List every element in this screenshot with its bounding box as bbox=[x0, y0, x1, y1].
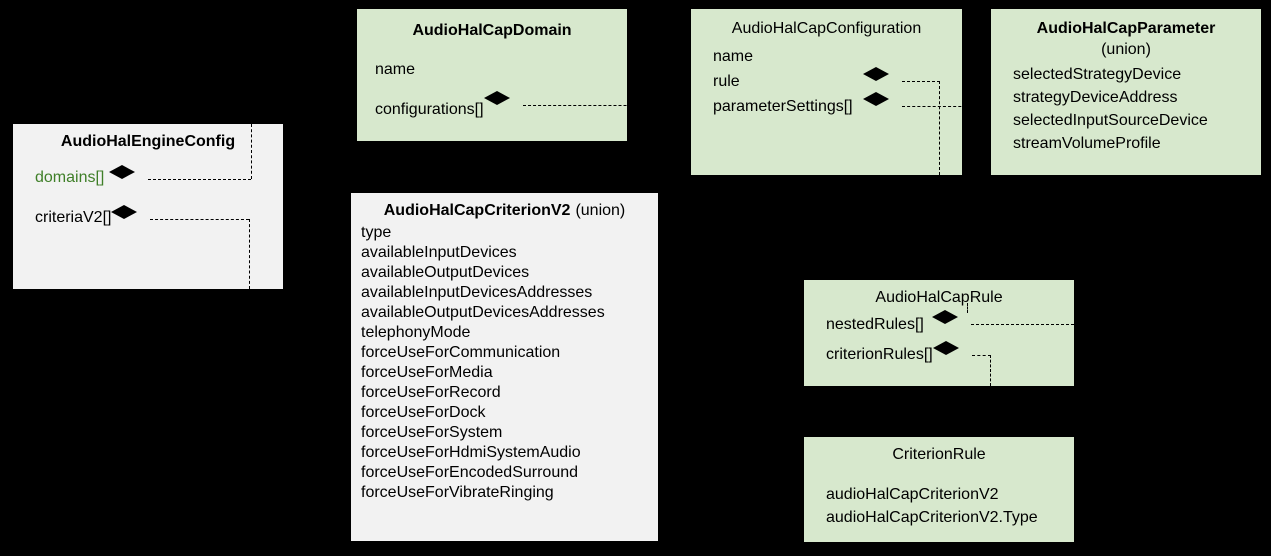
field-force-use-for-record: forceUseForRecord bbox=[361, 384, 501, 401]
aggregation-diamond-rule bbox=[876, 74, 902, 88]
aggregation-diamond-domains bbox=[122, 172, 148, 186]
class-box-audio-hal-cap-configuration[interactable]: AudioHalCapConfiguration name rule param… bbox=[691, 9, 962, 175]
aggregation-diamond-criteriav2 bbox=[124, 212, 150, 226]
class-title-criterion-rule: CriterionRule bbox=[892, 446, 986, 463]
class-box-audio-hal-cap-rule[interactable]: AudioHalCapRule nestedRules[] criterionR… bbox=[804, 280, 1074, 386]
field-audio-hal-cap-criterion-v2: audioHalCapCriterionV2 bbox=[826, 486, 999, 503]
field-force-use-for-hdmi-system-audio: forceUseForHdmiSystemAudio bbox=[361, 444, 581, 461]
class-subtitle-audio-hal-cap-parameter: (union) bbox=[1101, 41, 1151, 58]
field-criteriav2: criteriaV2[] bbox=[35, 209, 112, 226]
aggregation-diamond-nested-rules bbox=[945, 317, 971, 331]
connector-criterion-rules-horizontal bbox=[972, 355, 991, 356]
class-box-audio-hal-engine-config[interactable]: AudioHalEngineConfig domains[] criteriaV… bbox=[13, 124, 283, 289]
field-selected-strategy-device: selectedStrategyDevice bbox=[1013, 66, 1182, 83]
class-title-audio-hal-cap-criterion-v2: AudioHalCapCriterionV2 bbox=[383, 202, 571, 219]
field-force-use-for-dock: forceUseForDock bbox=[361, 404, 486, 421]
class-title-row-audio-hal-cap-criterion-v2: AudioHalCapCriterionV2(union) bbox=[351, 201, 658, 221]
field-type: type bbox=[361, 224, 392, 241]
field-strategy-device-address: strategyDeviceAddress bbox=[1013, 89, 1178, 106]
field-configurations: configurations[] bbox=[375, 101, 484, 118]
field-available-input-devices: availableInputDevices bbox=[361, 244, 517, 261]
field-available-output-devices-addresses: availableOutputDevicesAddresses bbox=[361, 304, 605, 321]
field-selected-input-source-device: selectedInputSourceDevice bbox=[1013, 112, 1208, 129]
aggregation-diamond-parameter-settings bbox=[876, 99, 902, 113]
field-parameter-settings: parameterSettings[] bbox=[713, 98, 853, 115]
connector-criteriav2-vertical bbox=[249, 219, 250, 289]
connector-criteriav2-horizontal bbox=[150, 219, 249, 220]
field-domain-name: name bbox=[375, 61, 416, 78]
field-domains: domains[] bbox=[35, 169, 105, 186]
class-box-audio-hal-cap-domain[interactable]: AudioHalCapDomain name configurations[] bbox=[357, 9, 627, 141]
connector-parameter-settings-horizontal bbox=[902, 106, 992, 107]
field-available-output-devices: availableOutputDevices bbox=[361, 264, 530, 281]
field-config-name: name bbox=[713, 48, 754, 65]
connector-criterion-rules-vertical bbox=[990, 355, 991, 386]
connector-nested-rules-horizontal bbox=[971, 324, 1074, 325]
class-title-audio-hal-cap-configuration: AudioHalCapConfiguration bbox=[731, 20, 922, 37]
aggregation-diamond-configurations bbox=[497, 98, 523, 112]
class-box-audio-hal-cap-parameter[interactable]: AudioHalCapParameter (union) selectedStr… bbox=[991, 9, 1261, 175]
class-subtitle-audio-hal-cap-criterion-v2: (union) bbox=[575, 202, 626, 219]
field-force-use-for-communication: forceUseForCommunication bbox=[361, 344, 561, 361]
class-title-audio-hal-engine-config: AudioHalEngineConfig bbox=[60, 133, 236, 150]
field-audio-hal-cap-criterion-v2-type: audioHalCapCriterionV2.Type bbox=[826, 509, 1038, 526]
class-box-criterion-rule[interactable]: CriterionRule audioHalCapCriterionV2 aud… bbox=[804, 437, 1074, 542]
field-force-use-for-system: forceUseForSystem bbox=[361, 424, 503, 441]
field-config-rule: rule bbox=[713, 73, 740, 90]
field-telephony-mode: telephonyMode bbox=[361, 324, 471, 341]
field-force-use-for-media: forceUseForMedia bbox=[361, 364, 493, 381]
field-list-criterion-v2: type availableInputDevices availableOutp… bbox=[351, 223, 658, 503]
class-title-audio-hal-cap-parameter: AudioHalCapParameter bbox=[1036, 20, 1216, 37]
connector-domains-horizontal bbox=[148, 179, 251, 180]
class-title-audio-hal-cap-rule: AudioHalCapRule bbox=[875, 289, 1003, 306]
class-box-audio-hal-cap-criterion-v2[interactable]: AudioHalCapCriterionV2(union) type avail… bbox=[351, 193, 658, 541]
connector-rule-horizontal bbox=[902, 81, 940, 82]
connector-rule-vertical bbox=[939, 81, 940, 175]
connector-domains-vertical bbox=[251, 124, 252, 179]
connector-configurations-horizontal bbox=[523, 105, 717, 106]
field-force-use-for-encoded-surround: forceUseForEncodedSurround bbox=[361, 464, 579, 481]
field-nested-rules: nestedRules[] bbox=[826, 316, 924, 333]
aggregation-diamond-criterion-rules bbox=[946, 348, 972, 362]
field-stream-volume-profile: streamVolumeProfile bbox=[1013, 135, 1161, 152]
field-force-use-for-vibrate-ringing: forceUseForVibrateRinging bbox=[361, 484, 554, 501]
field-available-input-devices-addresses: availableInputDevicesAddresses bbox=[361, 284, 593, 301]
field-criterion-rules: criterionRules[] bbox=[826, 346, 933, 363]
connector-rule-inbound-stub bbox=[967, 303, 968, 313]
class-title-audio-hal-cap-domain: AudioHalCapDomain bbox=[412, 22, 572, 39]
